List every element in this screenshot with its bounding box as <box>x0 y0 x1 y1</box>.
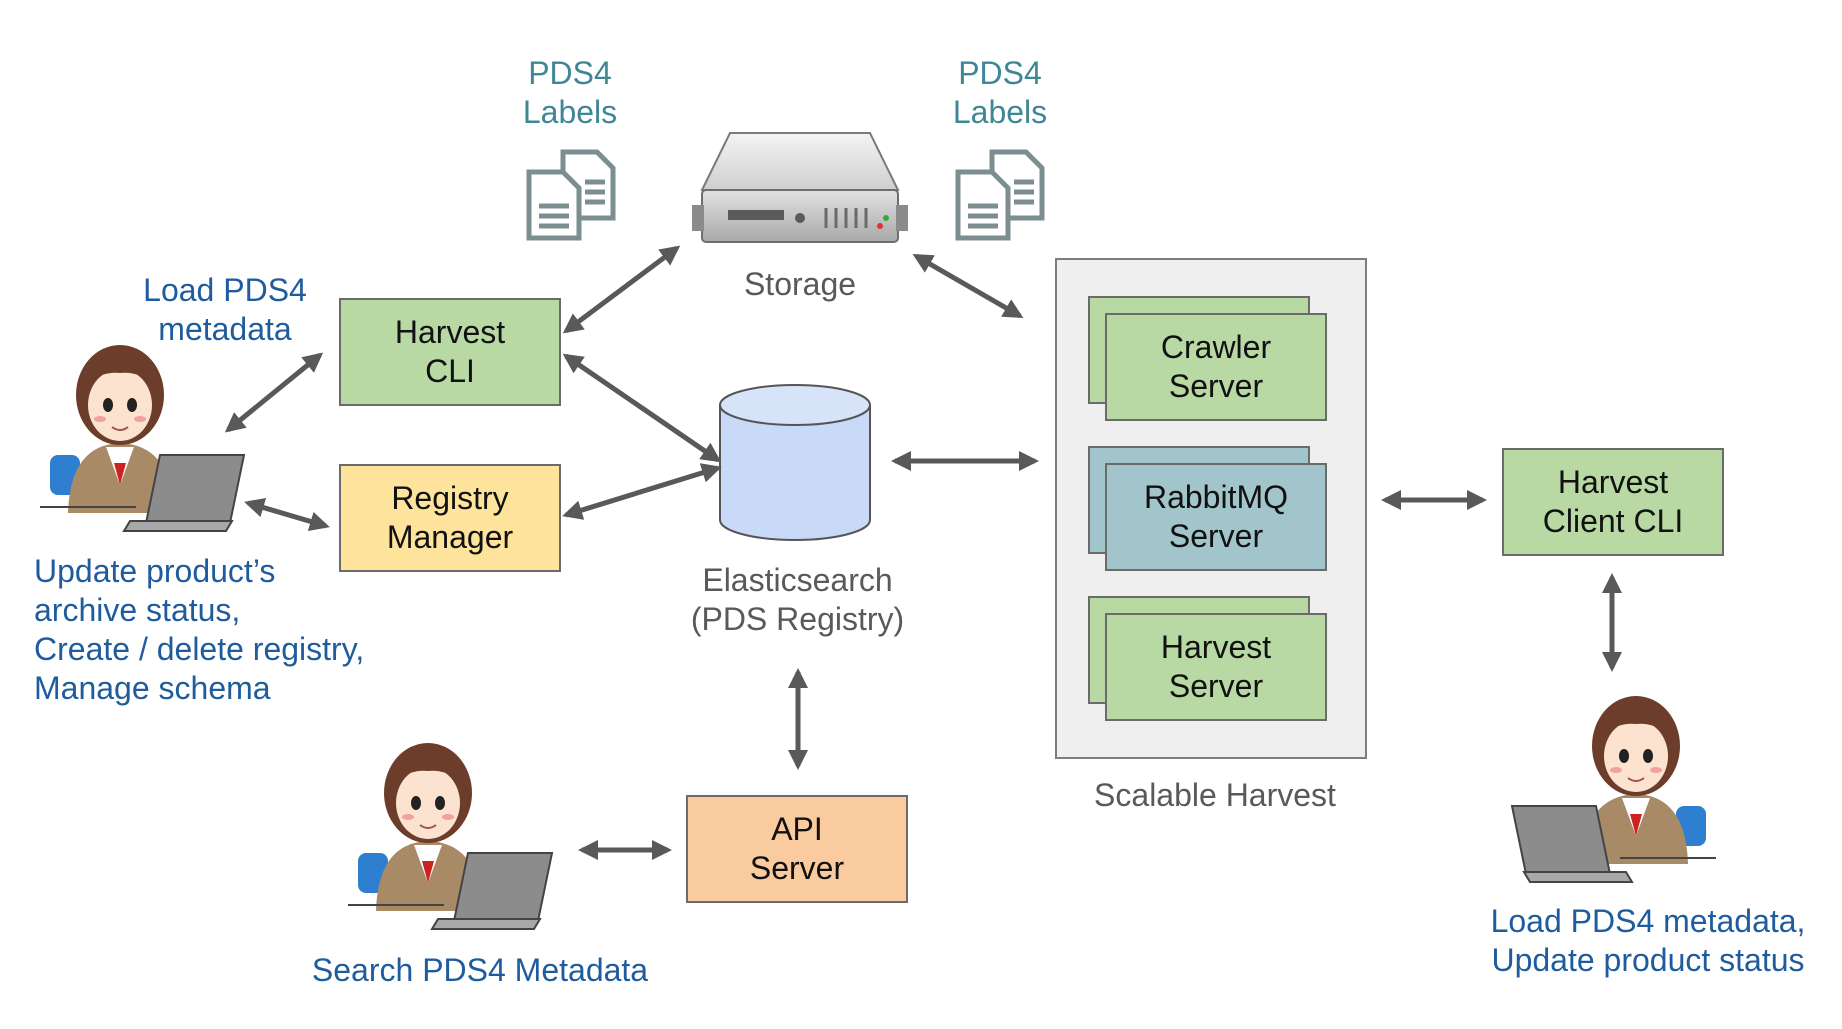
pds4-labels-left-label: PDS4 Labels <box>522 55 618 130</box>
database-icon <box>719 384 871 541</box>
api-server-box: API Server <box>686 795 908 903</box>
document-icon <box>955 149 1045 241</box>
update-status-label: Update product’s archive status, Create … <box>34 553 365 706</box>
harvest-cli-box: Harvest CLI <box>339 298 561 406</box>
registry-manager-label: Registry Manager <box>386 480 514 555</box>
server-icon <box>692 132 908 243</box>
api-server-label: API Server <box>749 811 845 886</box>
storage-label: Storage <box>743 266 857 302</box>
crawler-server-box: Crawler Server <box>1105 313 1327 421</box>
arrow-harvest-cli-storage <box>562 245 681 334</box>
scalable-harvest-label: Scalable Harvest <box>1094 777 1336 813</box>
user-laptop-icon <box>40 345 246 532</box>
rabbitmq-server-box: RabbitMQ Server <box>1105 463 1327 571</box>
crawler-server-label: Crawler Server <box>1160 329 1272 404</box>
registry-manager-box: Registry Manager <box>339 464 561 572</box>
arrow-user-harvest-cli <box>224 352 324 433</box>
elasticsearch-label: Elasticsearch (PDS Registry) <box>690 562 905 637</box>
harvest-client-cli-label: Harvest Client CLI <box>1542 464 1684 539</box>
load-update-label: Load PDS4 metadata, Update product statu… <box>1490 903 1806 978</box>
user-laptop-icon <box>1510 696 1716 883</box>
harvest-client-cli-box: Harvest Client CLI <box>1502 448 1724 556</box>
pds4-labels-right-label: PDS4 Labels <box>952 55 1048 130</box>
harvest-cli-label: Harvest CLI <box>394 314 506 389</box>
harvest-server-label: Harvest Server <box>1160 629 1272 704</box>
rabbitmq-server-label: RabbitMQ Server <box>1143 479 1289 554</box>
arrow-user-registry-manager <box>244 497 330 532</box>
document-icon <box>526 149 616 241</box>
load-metadata-label: Load PDS4 metadata <box>143 272 307 347</box>
search-metadata-label: Search PDS4 Metadata <box>311 952 649 988</box>
arrow-registry-manager-elasticsearch <box>562 463 722 520</box>
harvest-server-box: Harvest Server <box>1105 613 1327 721</box>
user-laptop-icon <box>348 743 554 930</box>
arrow-harvest-cli-elasticsearch <box>562 353 722 463</box>
arrow-storage-scalable-harvest <box>912 253 1024 319</box>
